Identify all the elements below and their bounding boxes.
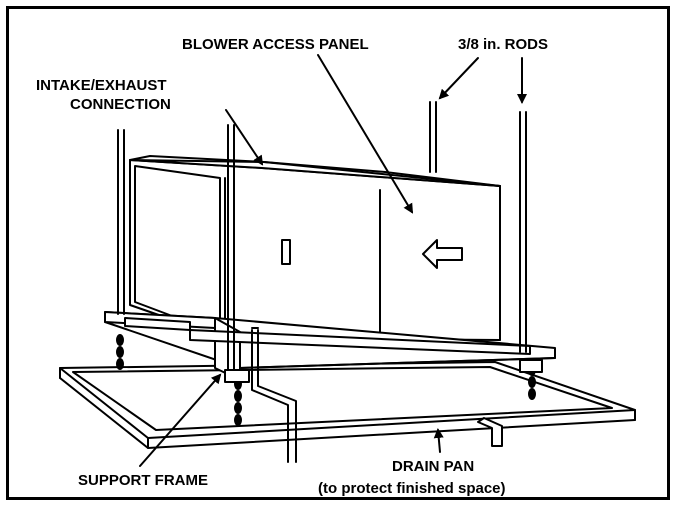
blower-access-panel-label: BLOWER ACCESS PANEL <box>182 36 369 53</box>
center-chain <box>234 378 242 426</box>
drain-pan <box>59 361 636 449</box>
blower-panel-arrow <box>317 54 414 214</box>
rods-arrow <box>438 57 479 100</box>
left-chain <box>116 334 124 370</box>
intake-exhaust-label: INTAKE/EXHAUST <box>36 77 167 94</box>
support-frame-arrow <box>139 373 222 467</box>
right-bracket <box>519 359 543 373</box>
support-frame-label: SUPPORT FRAME <box>78 472 209 489</box>
blower-arrow-icon <box>422 239 463 269</box>
connection-label: CONNECTION <box>70 96 171 113</box>
drain-pan-outlet <box>477 417 503 447</box>
condensate-drain-pipe <box>251 327 297 463</box>
intake-exhaust-arrow <box>225 109 264 166</box>
center-rod <box>227 124 235 373</box>
center-bracket <box>224 369 250 383</box>
drain-pan-label: DRAIN PAN <box>392 458 475 475</box>
rear-rod <box>429 101 437 173</box>
drain-pan-note-label: (to protect finished space) <box>318 480 506 497</box>
drain-pan-arrow <box>433 428 444 453</box>
diagram-border <box>6 6 670 500</box>
left-rod <box>117 129 125 315</box>
rods-label: 3/8 in. RODS <box>458 36 549 53</box>
sight-window <box>281 239 291 265</box>
right-rod <box>519 111 527 353</box>
